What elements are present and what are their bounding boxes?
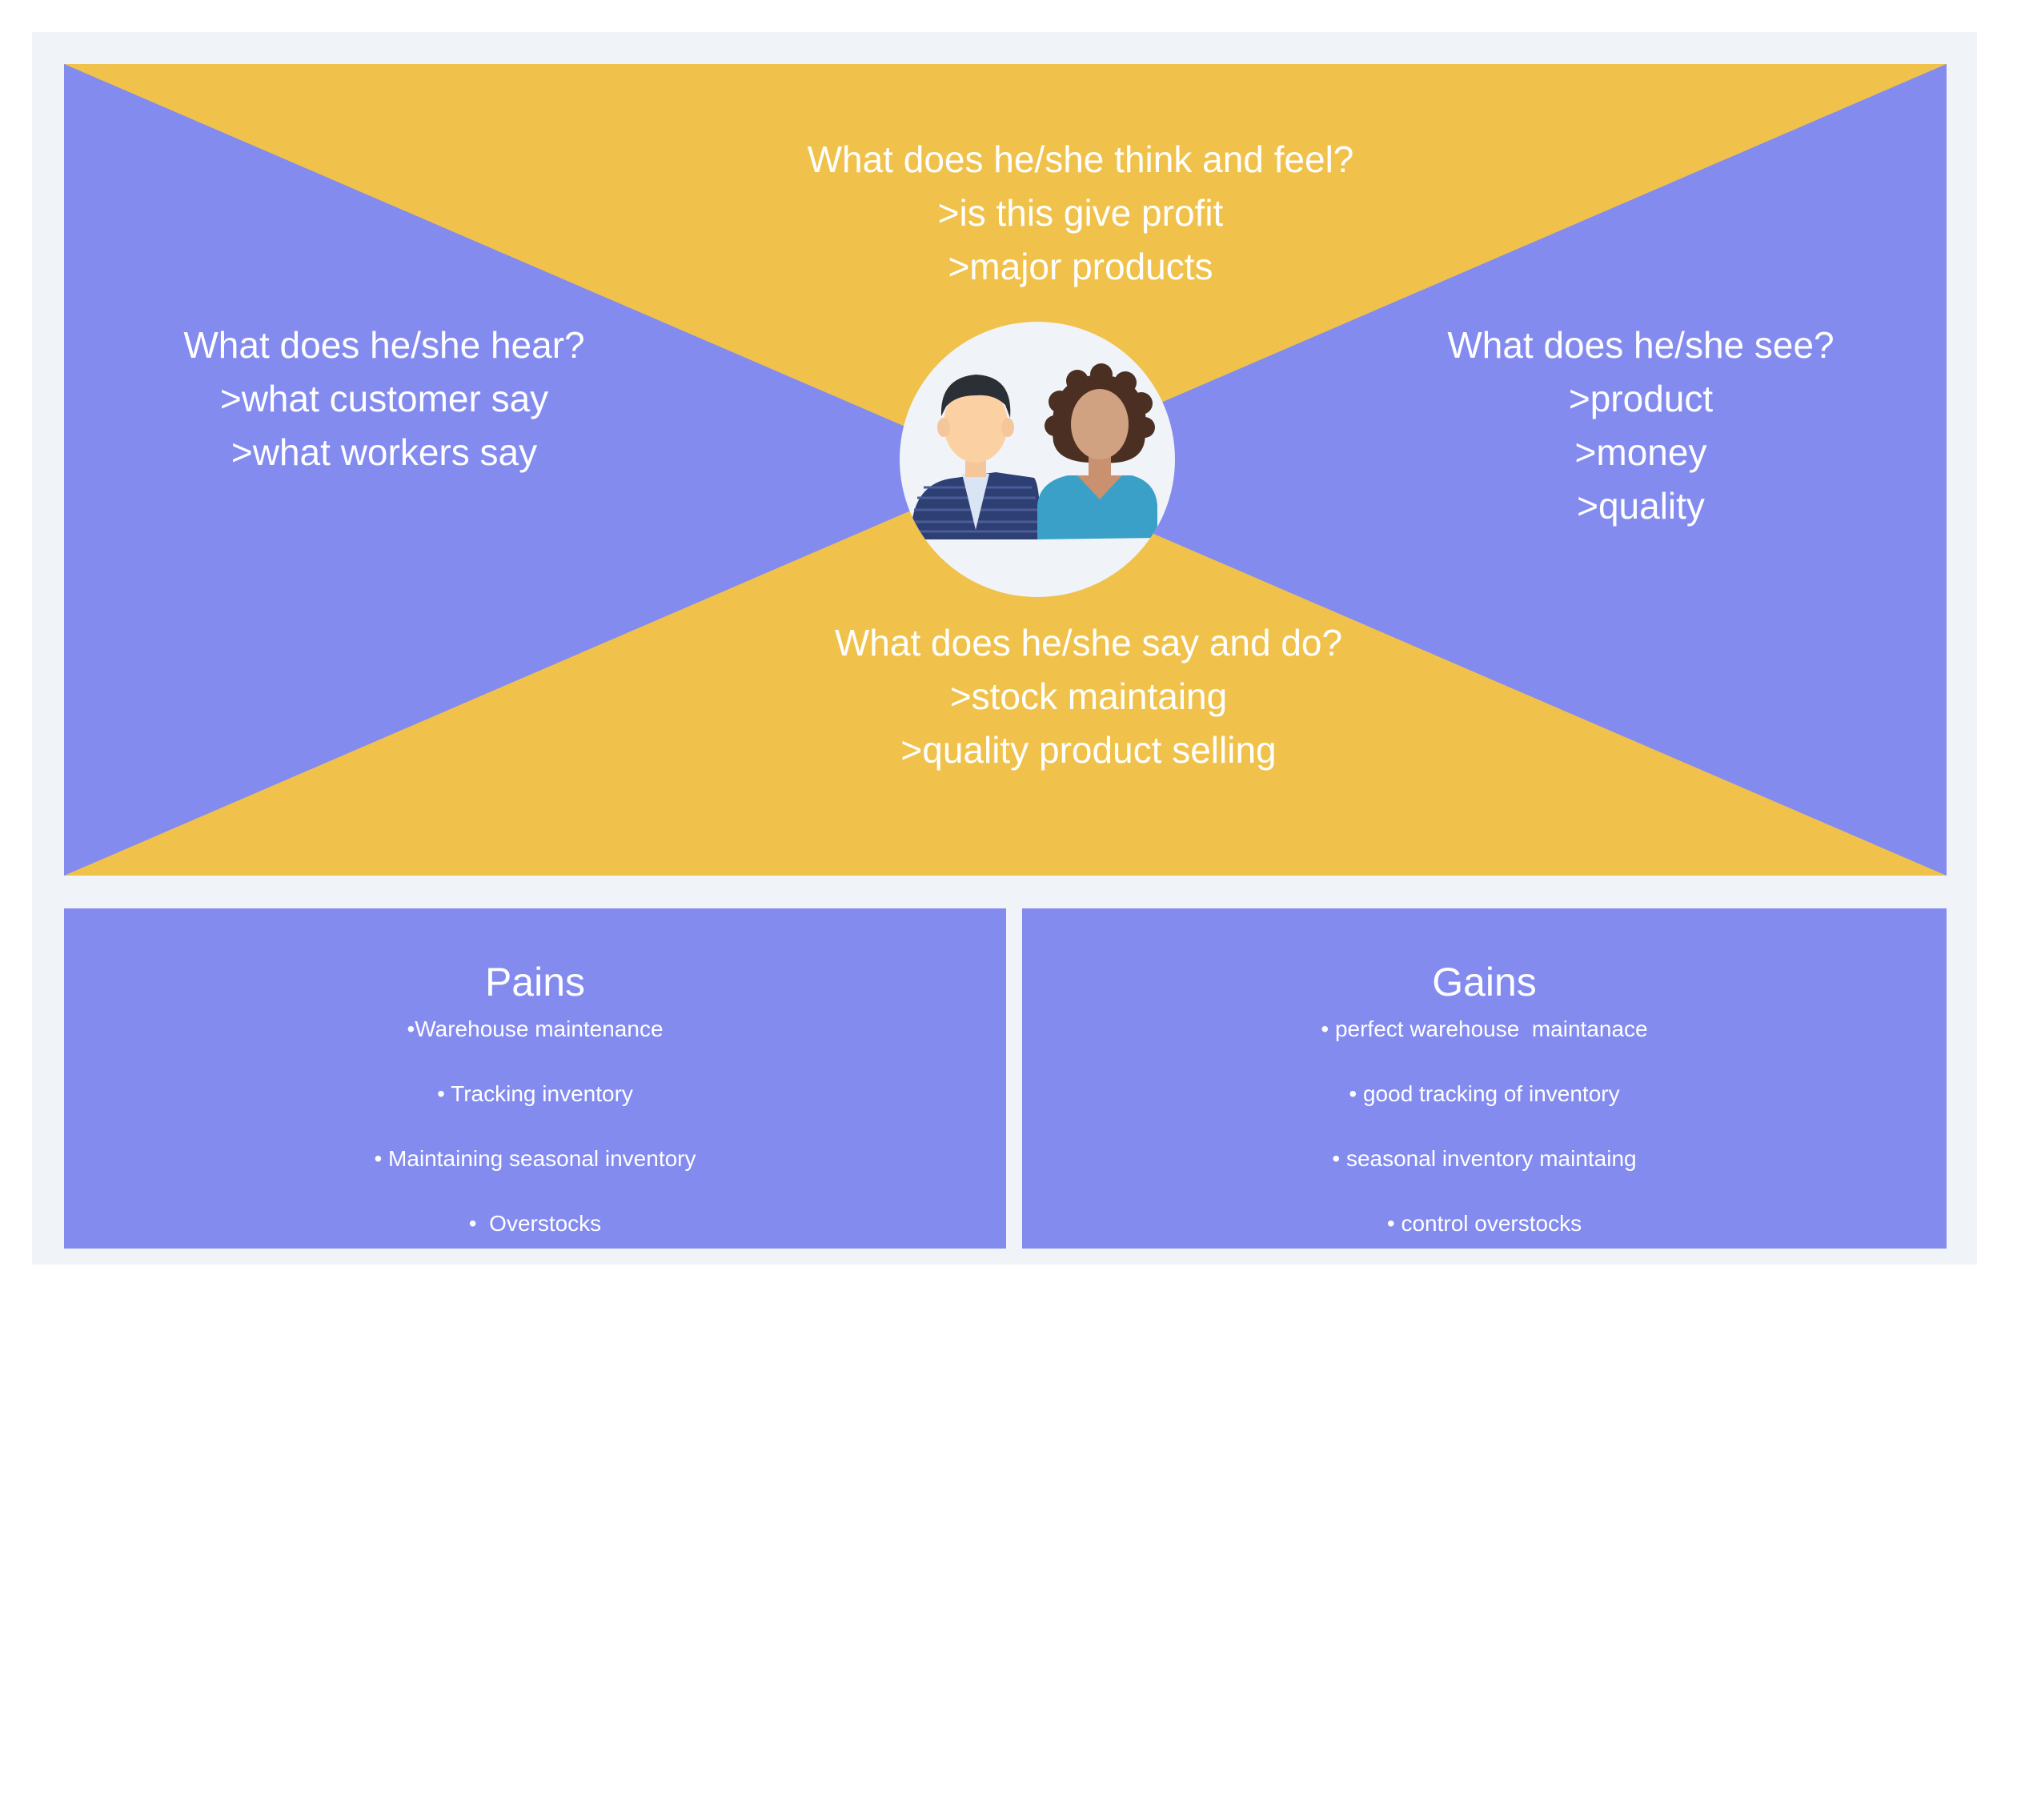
woman-face	[1071, 389, 1129, 459]
panel-divider	[1006, 908, 1022, 1233]
hear-heading: What does he/she hear?	[183, 324, 585, 366]
say-do-line: >quality product selling	[900, 729, 1277, 771]
hear-block: What does he/she hear? >what customer sa…	[112, 319, 656, 479]
think-feel-line: >major products	[948, 246, 1213, 287]
pains-list: •Warehouse maintenance • Tracking invent…	[64, 1016, 1006, 1275]
pains-item: • Tracking inventory	[437, 1081, 633, 1106]
gains-title: Gains	[1432, 960, 1537, 1004]
hear-line: >what customer say	[219, 378, 549, 419]
hear-quadrant	[64, 64, 1005, 876]
man-ear	[1001, 418, 1014, 437]
man-collar	[962, 474, 989, 530]
gains-item: • control overstocks	[1386, 1211, 1582, 1236]
gains-item: • good tracking of inventory	[1349, 1081, 1620, 1106]
see-quadrant	[1005, 64, 1947, 876]
hear-line: >what workers say	[231, 431, 538, 473]
think-feel-block: What does he/she think and feel? >is thi…	[720, 133, 1441, 294]
woman-body	[1037, 475, 1157, 539]
empathy-map: What does he/she think and feel? >is thi…	[64, 64, 1947, 876]
think-feel-heading: What does he/she think and feel?	[807, 138, 1354, 180]
woman-neckline	[1077, 475, 1122, 499]
say-do-block: What does he/she say and do? >stock main…	[720, 616, 1457, 777]
man-hair	[940, 375, 1011, 418]
see-block: What does he/she see? >product >money >q…	[1377, 319, 1905, 533]
people-avatar-icon	[900, 322, 1175, 597]
pains-item: •Warehouse maintenance	[407, 1016, 664, 1041]
pains-item: • Maintaining seasonal inventory	[374, 1146, 696, 1171]
think-feel-line: >is this give profit	[937, 192, 1224, 234]
say-do-line: >stock maintaing	[949, 675, 1228, 717]
see-line: >quality	[1577, 485, 1705, 527]
gains-panel: Gains • perfect warehouse maintanace • g…	[1022, 908, 1947, 1249]
man-face	[944, 386, 1008, 463]
gains-list: • perfect warehouse maintanace • good tr…	[1022, 1016, 1947, 1275]
man-ear	[937, 418, 950, 437]
gains-item: • seasonal inventory maintaing	[1332, 1146, 1637, 1171]
pains-panel: Pains •Warehouse maintenance • Tracking …	[64, 908, 1006, 1249]
gains-item: • perfect warehouse maintanace	[1321, 1016, 1648, 1041]
see-line: >product	[1568, 378, 1714, 419]
pains-title: Pains	[484, 960, 586, 1004]
see-heading: What does he/she see?	[1447, 324, 1835, 366]
say-do-heading: What does he/she say and do?	[834, 622, 1343, 663]
pains-item: • Overstocks	[468, 1211, 602, 1236]
see-line: >money	[1574, 431, 1707, 473]
say-do-quadrant	[64, 470, 1947, 876]
think-feel-quadrant	[64, 64, 1947, 470]
